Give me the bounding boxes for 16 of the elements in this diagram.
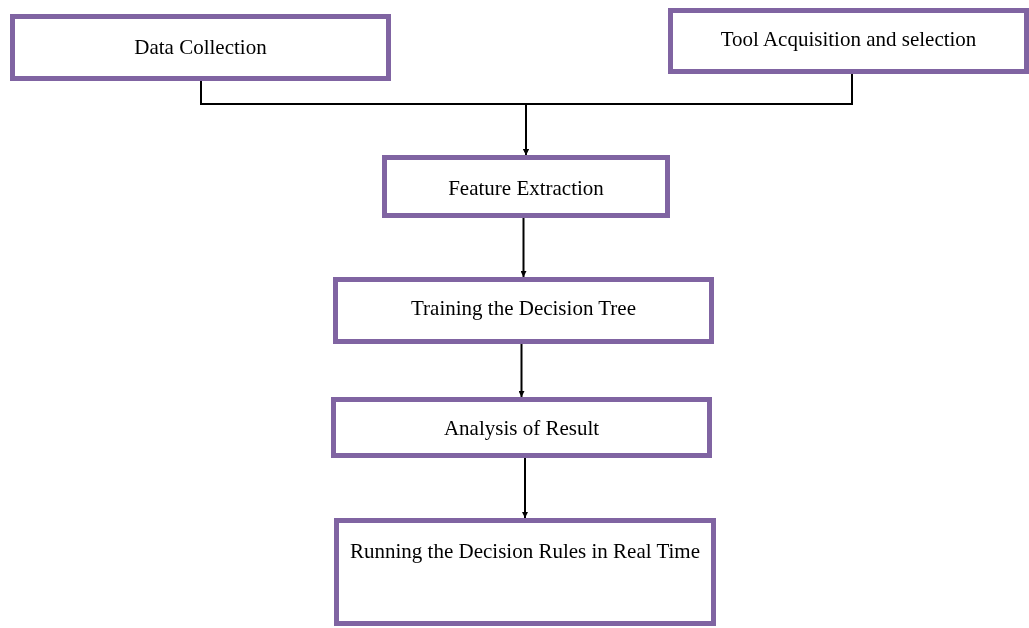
box-label: Feature Extraction — [448, 175, 604, 202]
process-box — [10, 14, 391, 81]
process-box — [382, 155, 670, 218]
box-label: Analysis of Result — [443, 415, 600, 442]
box-label: Data Collection — [134, 34, 267, 61]
arrow — [522, 457, 528, 519]
process-box — [668, 8, 1029, 74]
process-box — [334, 518, 716, 626]
process-box — [331, 397, 712, 458]
arrow — [518, 343, 525, 398]
box-label: Training the Decision Tree — [411, 295, 636, 322]
box-label: Tool Acquisition and selection — [720, 26, 977, 53]
box-label: Running the Decision Rules in Real Time — [350, 538, 700, 565]
process-box — [333, 277, 714, 344]
arrow — [523, 73, 853, 156]
arrow — [520, 217, 527, 278]
